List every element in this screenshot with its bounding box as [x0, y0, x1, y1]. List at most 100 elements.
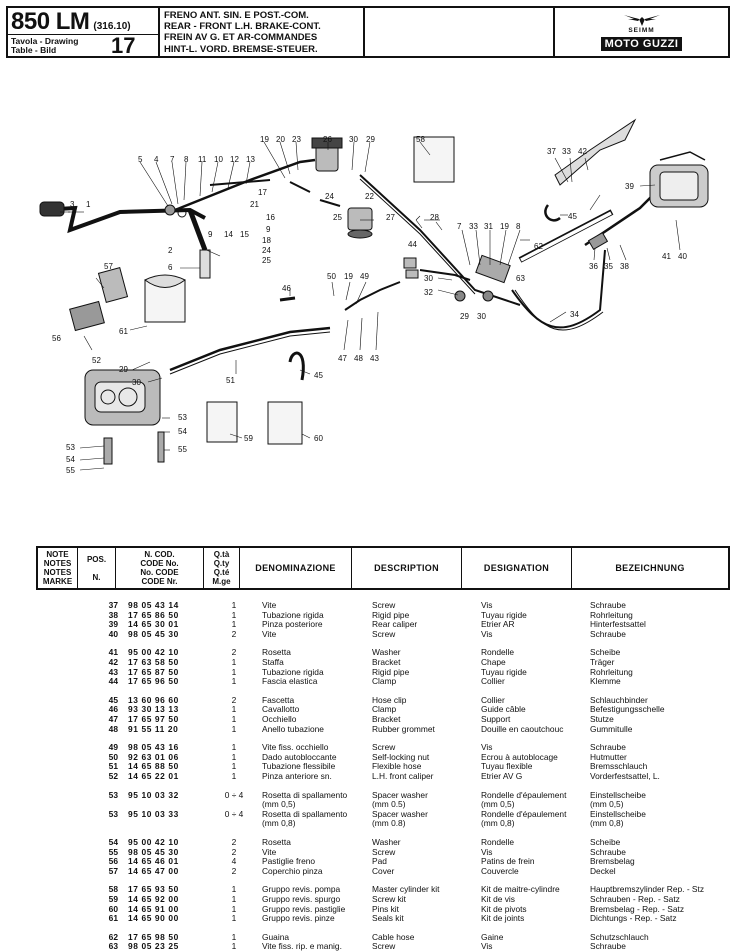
header-designation-text: DESIGNATION: [483, 563, 550, 573]
brake-pedal-lever: [39, 205, 206, 234]
row-description: Master cylinder kit: [372, 884, 440, 895]
callout-30: 30: [349, 135, 358, 144]
row-qty: 4: [231, 856, 237, 867]
row-denominazione: Fascia elastica: [262, 676, 318, 687]
header-qty: Q.tà Q.ty Q.té M.ge: [204, 548, 240, 588]
row-designation: Collier: [481, 676, 505, 687]
callout-12: 12: [230, 155, 239, 164]
row-qty: 0 ÷ 4: [224, 789, 244, 800]
callout-18: 18: [262, 236, 271, 245]
row-code: 17 65 86 50: [128, 609, 179, 620]
row-code: 17 65 98 50: [128, 931, 179, 942]
row-bezeichnung: Stutze: [590, 714, 614, 724]
drawing-title: FRENO ANT. SIN. E POST.-COM. REAR - FRON…: [160, 8, 365, 56]
row-code: 14 65 90 00: [128, 913, 179, 924]
row-description: Screw: [372, 742, 396, 753]
rubber-grommet: [403, 257, 417, 269]
callout-26: 26: [323, 135, 332, 144]
row-designation: Vis: [481, 941, 493, 951]
row-pos: 53: [108, 808, 118, 819]
model-code: (316.10): [93, 21, 131, 32]
header-qty-text: Q.tà Q.ty Q.té M.ge: [212, 550, 231, 586]
row-description: Bracket: [372, 657, 401, 667]
row-denominazione: Pinza anteriore sn.: [262, 771, 332, 781]
row-pos: 59: [108, 894, 118, 904]
callout-44: 44: [408, 240, 417, 249]
callout-13: 13: [246, 155, 255, 164]
row-bezeichnung: Schlauchbinder: [590, 694, 648, 705]
rigid-pipe-28: [359, 174, 521, 306]
row-description: (mm 0.8): [372, 818, 406, 829]
row-pos: 49: [108, 742, 118, 753]
callout-53: 53: [178, 413, 187, 422]
row-denominazione: Cavallotto: [262, 704, 300, 715]
row-code: 17 65 87 50: [128, 666, 179, 677]
row-bezeichnung: Deckel: [590, 865, 616, 876]
row-code: 92 63 01 06: [128, 751, 179, 762]
callout-50: 50: [327, 272, 336, 281]
callout-38: 38: [620, 262, 629, 271]
row-qty: 1: [231, 609, 237, 620]
hose-clip-45: [544, 204, 561, 222]
row-code: 14 65 91 00: [128, 903, 179, 914]
title-italian: FRENO ANT. SIN. E POST.-COM.: [164, 10, 309, 21]
flexible-hose-51: [169, 326, 331, 372]
row-bezeichnung: Schraube: [590, 600, 626, 610]
callout-55b: 55: [66, 466, 75, 475]
drawing-title-block: 850 LM (316.10) Tavola - Drawing Table -…: [6, 6, 730, 58]
row-description: Self-locking nut: [372, 751, 430, 762]
row-pos: 47: [108, 714, 118, 724]
row-pos: 42: [108, 657, 118, 667]
drawing-label: Tavola - Drawing Table - Bild: [11, 35, 79, 55]
row-pos: 41: [108, 647, 118, 658]
row-pos: 54: [108, 837, 118, 847]
row-code: 98 05 45 30: [128, 846, 179, 857]
row-description: (mm 0.5): [372, 799, 406, 810]
row-code: 14 65 46 01: [128, 856, 179, 867]
row-code: 98 05 23 25: [128, 941, 179, 951]
callout-28: 28: [430, 213, 439, 222]
callout-8b: 8: [516, 222, 521, 231]
row-bezeichnung: Scheibe: [590, 647, 621, 658]
callout-63: 63: [516, 274, 525, 283]
row-denominazione: Rosetta di spallamento: [262, 789, 348, 800]
row-description: Screw: [372, 628, 396, 639]
row-qty: 1: [231, 903, 237, 914]
parts-table-header: NOTE NOTES NOTES MARKE POS. N. N. COD. C…: [36, 546, 730, 590]
title-german: HINT-L. VORD. BREMSE-STEUER.: [164, 43, 318, 55]
callout-29: 29: [366, 135, 375, 144]
row-pos: 55: [108, 846, 118, 857]
row-denominazione: Gruppo revis. pastiglie: [262, 903, 346, 914]
row-denominazione: Guaina: [262, 931, 290, 942]
row-qty: 1: [231, 619, 237, 630]
row-pos: 48: [108, 723, 118, 734]
row-description: Rigid pipe: [372, 666, 410, 677]
row-denominazione: Fascetta: [262, 694, 295, 705]
row-pos: 38: [108, 609, 118, 620]
row-code: 17 65 96 50: [128, 676, 179, 687]
callout-34: 34: [570, 310, 579, 319]
callout-24: 24: [325, 192, 334, 201]
row-description: Cable hose: [372, 931, 415, 942]
row-qty: 2: [231, 837, 237, 847]
row-code: 17 65 97 50: [128, 714, 179, 724]
row-pos: 61: [108, 913, 118, 924]
row-pos: 53: [108, 789, 118, 800]
row-bezeichnung: Schraube: [590, 941, 626, 951]
callout-33b: 33: [469, 222, 478, 231]
row-denominazione: Rosetta di spallamento: [262, 808, 348, 819]
row-description: Bracket: [372, 714, 401, 724]
row-designation: Patins de frein: [481, 856, 535, 867]
callout-19: 19: [260, 135, 269, 144]
row-denominazione: Vite: [262, 846, 277, 857]
row-description: Screw: [372, 941, 396, 951]
